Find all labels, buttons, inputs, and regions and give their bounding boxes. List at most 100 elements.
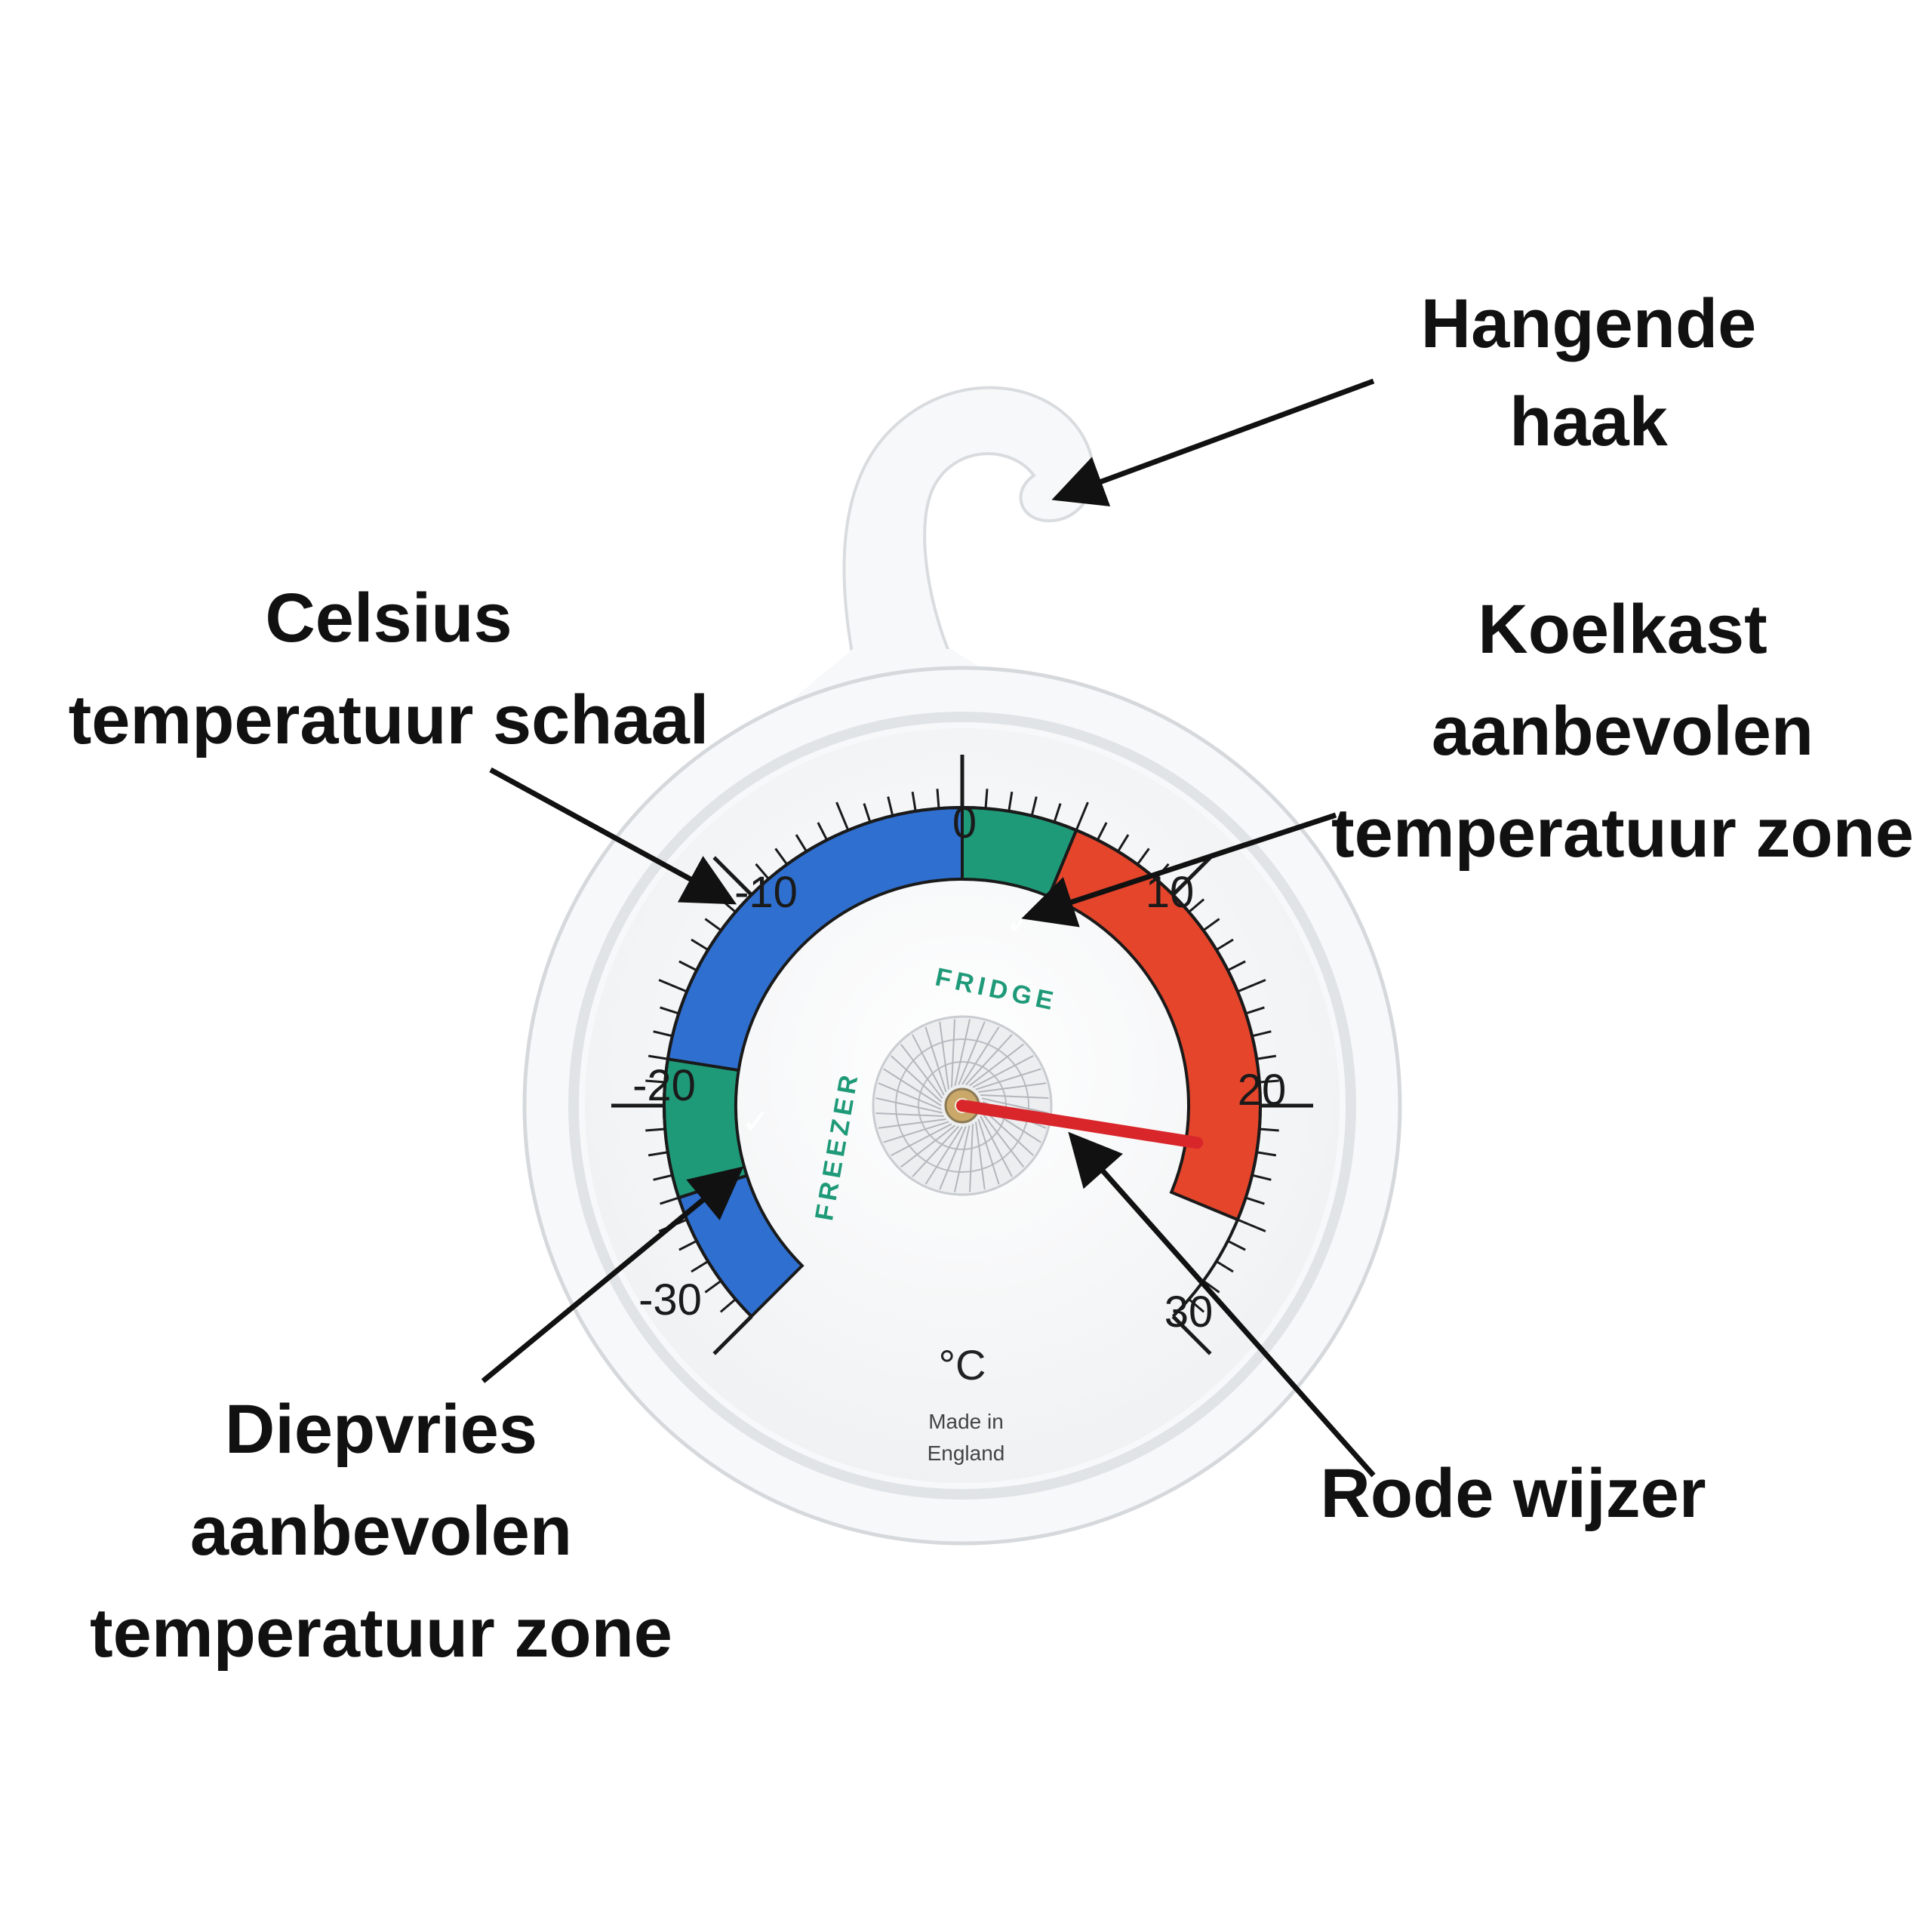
scale-tick	[645, 1079, 666, 1084]
scale-tick	[1259, 1079, 1279, 1084]
scale-tick	[704, 918, 722, 932]
scale-tick	[1259, 1128, 1279, 1132]
scale-label-minus10: -10	[734, 868, 798, 917]
coil-spoke	[939, 1021, 949, 1090]
scale-tick	[984, 789, 989, 809]
scale-label-minus30: -30	[638, 1275, 702, 1324]
callout-hook-line-1: Hangende	[1421, 285, 1757, 362]
scale-tick	[755, 863, 770, 880]
scale-tick	[712, 1315, 753, 1355]
coil-spoke	[883, 1068, 942, 1106]
scale-tick	[691, 938, 709, 951]
scale-tick	[1245, 1196, 1265, 1205]
scale-tick	[1008, 791, 1014, 812]
fridge-check-icon: ✓	[1006, 903, 1035, 942]
scale-tick	[1256, 1151, 1277, 1157]
coil-spoke	[980, 1094, 1049, 1099]
coil-spoke	[958, 1021, 986, 1085]
scale-label-30: 30	[1164, 1287, 1214, 1337]
scale-tick	[887, 796, 894, 817]
coil-spoke	[883, 1121, 949, 1143]
scale-tick	[648, 1151, 669, 1157]
scale-tick	[660, 1006, 679, 1015]
scale-tick	[1030, 796, 1038, 817]
scale-tick	[1136, 848, 1150, 866]
coil-spoke	[878, 1082, 942, 1110]
scale-tick	[1053, 803, 1062, 823]
scale-tick	[863, 803, 872, 823]
coil-spoke	[939, 1126, 967, 1190]
callout-scale-line-1: Celsius	[265, 580, 512, 657]
callout-scale-line-2: temperatuur schaal	[69, 681, 709, 758]
freezer-zone-arrow	[481, 1166, 744, 1383]
coil-spoke	[900, 1124, 956, 1168]
scale-tick	[936, 789, 940, 809]
scale-tick	[645, 1128, 666, 1132]
scale-tick	[1117, 834, 1130, 852]
scale-label-0: 0	[952, 798, 977, 848]
coil-spoke	[900, 1044, 943, 1100]
scale-tick	[835, 801, 850, 831]
scale-tick	[774, 848, 789, 866]
scale-tick	[658, 979, 688, 993]
callout-pointer: Rode wijzer	[1320, 1455, 1706, 1532]
scale-tick	[660, 1196, 679, 1205]
scale-tick	[1227, 960, 1246, 972]
coil-spoke	[981, 1112, 1025, 1168]
coil-spoke	[972, 1055, 1034, 1088]
scale-label-20: 20	[1238, 1066, 1287, 1115]
celsius-unit: °C	[939, 1341, 986, 1389]
callout-freezer-line-3: temperatuur zone	[90, 1595, 672, 1672]
scale-tick	[653, 1174, 673, 1181]
scale-tick	[1227, 1239, 1246, 1251]
fridge-zone-arrow	[1021, 812, 1337, 928]
callout-freezer-line-2: aanbevolen	[190, 1493, 572, 1570]
scale-tick	[1171, 856, 1212, 897]
coil-spoke	[924, 1026, 947, 1093]
coil-spoke	[912, 1125, 959, 1177]
scale-tick	[1096, 822, 1108, 841]
scale-tick	[1256, 1054, 1277, 1060]
callout-fridge-line-2: aanbevolen	[1432, 693, 1814, 770]
scale-arc	[663, 806, 1262, 1318]
callout-hook: Hangende haak	[1421, 285, 1757, 460]
callout-freezer-zone: Diepvries aanbevolen temperatuur zone	[90, 1391, 672, 1672]
coil-spoke	[982, 1109, 1034, 1156]
scale-tick	[1237, 1218, 1266, 1232]
callout-pointer-line-1: Rode wijzer	[1320, 1455, 1706, 1532]
scale-tick	[653, 1030, 673, 1038]
coil-spoke	[980, 1115, 1013, 1177]
scale-tick	[1075, 801, 1089, 831]
maker-line-2: England	[928, 1441, 1005, 1465]
scale-tick	[648, 1054, 669, 1060]
coil-spoke	[954, 1125, 971, 1192]
callout-hook-line-2: haak	[1509, 383, 1669, 460]
scale-tick	[1188, 1298, 1205, 1313]
coil-spoke	[977, 1118, 1000, 1185]
freezer-check-icon: ✓	[742, 1102, 771, 1141]
scale-tick	[1188, 898, 1205, 913]
scale-tick	[1171, 1315, 1212, 1355]
scale-tick	[704, 1279, 722, 1294]
callout-fridge-line-1: Koelkast	[1478, 591, 1767, 668]
coil-spoke	[961, 1026, 1000, 1085]
red-pointer	[956, 1100, 1204, 1149]
scale-arrow	[489, 767, 737, 905]
coil-spoke	[891, 1123, 952, 1156]
celsius-scale-labels: -30 -20 -10 0 10 20 30	[632, 798, 1286, 1337]
callout-arrows	[481, 378, 1376, 1478]
coil-spoke	[924, 1126, 963, 1185]
coil-spoke	[975, 1121, 986, 1190]
coil-spoke	[878, 1118, 946, 1129]
callout-fridge-zone: Koelkast aanbevolen temperatuur zone	[1331, 591, 1914, 872]
coil-spoke	[951, 1019, 955, 1088]
scale-tick	[911, 791, 917, 812]
coil-spoke	[912, 1034, 945, 1096]
scale-label-minus20: -20	[632, 1061, 696, 1110]
scale-tick	[1216, 938, 1234, 951]
coil-spoke	[968, 1043, 1024, 1087]
callout-freezer-line-1: Diepvries	[225, 1391, 537, 1468]
scale-tick	[678, 960, 697, 972]
